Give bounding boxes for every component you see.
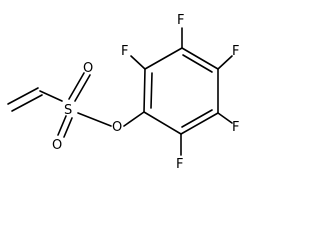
atom-label-fluorine-top: F (177, 13, 184, 28)
structure-diagram: S O O O F F F F F (7, 13, 239, 172)
vinyl-terminal-bond-double (11, 94, 43, 112)
ring-bond-1 (143, 68, 146, 113)
ring-bond-6 (143, 111, 182, 135)
atom-label-fluorine-left: F (121, 44, 128, 59)
atom-label-fluorine-bottom: F (176, 157, 183, 172)
vinyl-terminal-bond (7, 87, 39, 105)
ring-bond-5 (180, 112, 219, 135)
bond-lines (7, 27, 233, 156)
ring-bond-3 (181, 47, 219, 70)
s-o-double-bond-bottom-a (57, 115, 67, 136)
s-o-double-bond-top-a (68, 72, 85, 100)
atom-label-oxygen-bottom: O (52, 138, 62, 153)
c-f-bond-upper-right (217, 55, 233, 70)
c-f-bond-lower-right (217, 112, 233, 124)
atom-label-sulfur: S (64, 103, 72, 118)
ring-inner-double-2 (182, 54, 213, 73)
atom-label-oxygen-top: O (83, 61, 93, 76)
c-f-bond-left (130, 55, 146, 70)
ring-inner-double-3 (181, 109, 213, 128)
s-o-double-bond-top-b (74, 74, 91, 102)
atom-labels: S O O O F F F F F (52, 13, 239, 172)
atom-label-oxygen-ester: O (112, 120, 122, 135)
ring-bond-2 (144, 47, 183, 70)
ring-inner-double-1 (150, 72, 153, 109)
vinyl-to-sulfur-bond (39, 90, 63, 102)
s-o-double-bond-bottom-b (63, 117, 73, 138)
atom-label-fluorine-upper-right: F (232, 44, 239, 59)
s-to-o-bond (77, 112, 112, 127)
atom-label-fluorine-lower-right: F (232, 120, 239, 135)
o-to-ring-bond (123, 111, 145, 127)
